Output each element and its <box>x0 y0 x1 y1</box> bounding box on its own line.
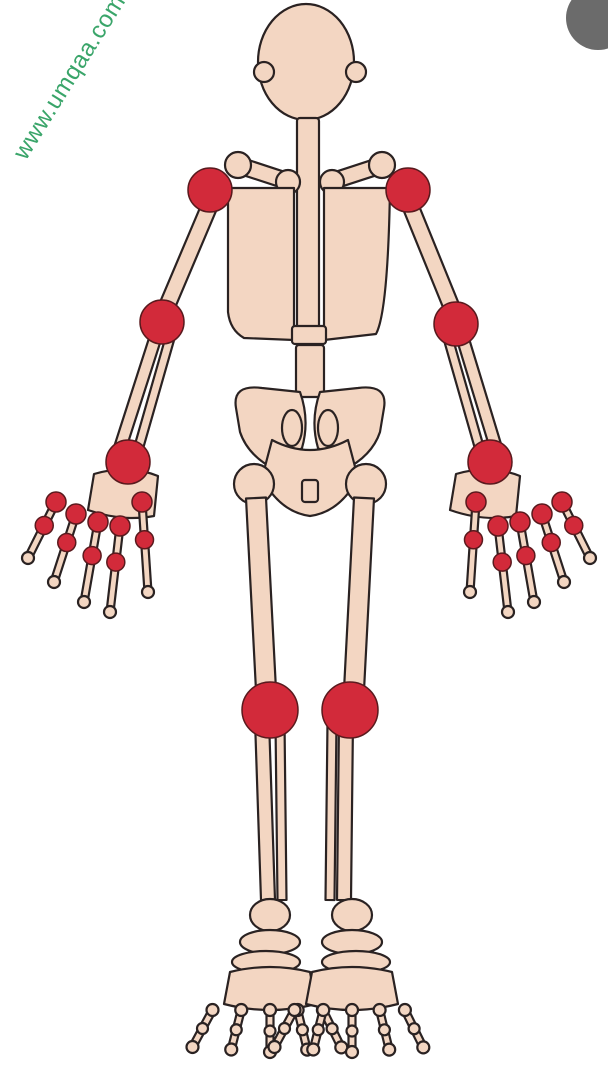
right-foot-toe-knuckle-5 <box>399 1004 411 1016</box>
right-hand-finger-tip-5 <box>464 586 476 598</box>
right-hand-middle-joint-2 <box>542 534 560 552</box>
right-ear-bone <box>346 62 366 82</box>
left-tibia <box>255 720 275 900</box>
left-hand-finger-tip-4 <box>104 606 116 618</box>
right-hand-middle-joint-4 <box>493 553 511 571</box>
left-femur <box>246 497 276 690</box>
spine-column <box>297 118 319 338</box>
left-shoulder-joint <box>188 168 232 212</box>
right-wrist-joint <box>468 440 512 484</box>
right-hand-finger-tip-1 <box>584 552 596 564</box>
right-fibula <box>326 722 337 900</box>
right-foot-toe-mid-2 <box>313 1024 324 1035</box>
right-femur <box>344 497 374 690</box>
left-hand-finger-tip-2 <box>48 576 60 588</box>
left-foot-toe-knuckle-3 <box>264 1004 276 1016</box>
right-pelvic-opening <box>318 410 338 446</box>
right-hand-middle-joint-5 <box>464 531 482 549</box>
right-foot-toe-knuckle-3 <box>346 1004 358 1016</box>
right-foot-toe-knuckle-1 <box>289 1004 301 1016</box>
left-hand-knuckle-5 <box>132 492 152 512</box>
right-hand-finger-tip-4 <box>502 606 514 618</box>
right-shoulder-joint <box>386 168 430 212</box>
right-hand-finger-tip-3 <box>528 596 540 608</box>
left-hand-middle-joint-3 <box>83 547 101 565</box>
right-clavicle-end <box>369 152 395 178</box>
bones-group <box>22 4 596 1058</box>
right-foot-toe-tip-1 <box>269 1041 281 1053</box>
left-hand-finger-tip-1 <box>22 552 34 564</box>
left-foot-toe-knuckle-1 <box>207 1004 219 1016</box>
right-foot-toe-tip-5 <box>417 1041 429 1053</box>
right-tibia <box>337 720 353 900</box>
coccyx <box>302 480 318 502</box>
right-foot-toe-mid-3 <box>347 1026 358 1037</box>
right-foot-toe-tip-4 <box>383 1044 395 1056</box>
right-foot-toe-mid-1 <box>279 1023 290 1034</box>
left-hand-knuckle-3 <box>88 512 108 532</box>
skull <box>258 4 354 120</box>
left-hand-middle-joint-5 <box>136 531 154 549</box>
left-wrist-joint <box>106 440 150 484</box>
right-hand-knuckle-2 <box>532 504 552 524</box>
sacrum <box>262 440 358 516</box>
left-foot-toe-mid-5 <box>327 1023 338 1034</box>
left-clavicle-end <box>225 152 251 178</box>
right-elbow-joint <box>434 302 478 346</box>
right-hand-knuckle-5 <box>466 492 486 512</box>
left-foot-toe-mid-1 <box>197 1023 208 1034</box>
left-foot-toe-mid-2 <box>231 1024 242 1035</box>
right-hand-knuckle-3 <box>510 512 530 532</box>
left-ribcage <box>228 188 294 340</box>
left-hand-finger-tip-3 <box>78 596 90 608</box>
right-foot-toe-mid-4 <box>379 1024 390 1035</box>
right-foot-toe-tip-2 <box>307 1044 319 1056</box>
left-elbow-joint <box>140 300 184 344</box>
right-foot-toe-knuckle-2 <box>317 1004 329 1016</box>
left-hand-knuckle-4 <box>110 516 130 536</box>
right-hand-knuckle-1 <box>552 492 572 512</box>
left-foot-toe-mid-4 <box>297 1024 308 1035</box>
left-hand-knuckle-2 <box>66 504 86 524</box>
right-hand-middle-joint-1 <box>565 517 583 535</box>
right-hand-middle-joint-3 <box>517 547 535 565</box>
left-foot-talus <box>250 899 290 931</box>
left-foot-toe-tip-1 <box>187 1041 199 1053</box>
right-foot-talus <box>332 899 372 931</box>
left-ear-bone <box>254 62 274 82</box>
right-knee-joint <box>322 682 378 738</box>
left-fibula <box>276 722 287 900</box>
left-hand-knuckle-1 <box>46 492 66 512</box>
right-hand-knuckle-4 <box>488 516 508 536</box>
right-ribcage <box>324 188 390 340</box>
left-hand-middle-joint-1 <box>35 517 53 535</box>
left-hand-middle-joint-4 <box>107 553 125 571</box>
right-foot-toe-mid-5 <box>409 1023 420 1034</box>
left-knee-joint <box>242 682 298 738</box>
lumbar-spine <box>296 345 324 397</box>
left-hand-middle-joint-2 <box>58 534 76 552</box>
left-foot-toe-knuckle-2 <box>235 1004 247 1016</box>
left-hand-finger-tip-5 <box>142 586 154 598</box>
left-foot-toe-tip-2 <box>225 1044 237 1056</box>
right-hand-finger-tip-2 <box>558 576 570 588</box>
left-foot-toe-mid-3 <box>265 1026 276 1037</box>
right-foot-toe-knuckle-4 <box>374 1004 386 1016</box>
left-pelvic-opening <box>282 410 302 446</box>
lumbar-vertebra-1 <box>292 326 326 344</box>
right-foot-toe-tip-3 <box>346 1046 358 1058</box>
